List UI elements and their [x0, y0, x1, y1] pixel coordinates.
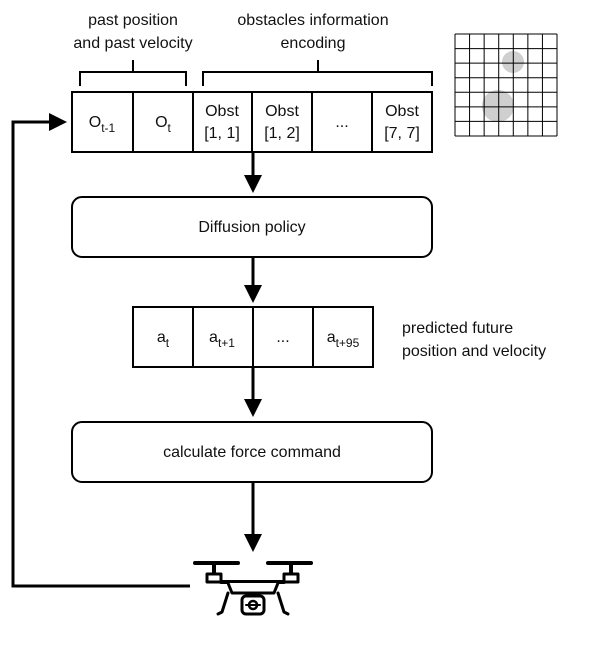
past-label-line2: and past velocity — [73, 35, 192, 52]
input-cell-obst-1-1-line2: [1, 1] — [204, 125, 240, 142]
obstacle-blob-large — [482, 90, 514, 122]
input-cell-obst-7-7-line1: Obst — [385, 103, 419, 120]
output-row: at at+1 ... at+95 — [132, 306, 374, 368]
input-cell-obst-1-2-line2: [1, 2] — [264, 125, 300, 142]
force-command-label: calculate force command — [163, 444, 341, 461]
obstacle-label-line1: obstacles information — [237, 12, 388, 29]
output-caption-line1: predicted future — [402, 320, 513, 337]
input-cell-obst-7-7-line2: [7, 7] — [384, 125, 420, 142]
obstacle-label-line2: encoding — [281, 35, 346, 52]
obstacle-bracket — [202, 60, 433, 86]
past-bracket — [79, 60, 187, 86]
input-row: Ot-1 Ot Obst [1, 1] Obst [1, 2] ... Obst… — [71, 91, 433, 153]
diffusion-policy-label: Diffusion policy — [198, 219, 305, 236]
output-cell-a-t1: at+1 — [209, 329, 235, 350]
output-cell-a-t: at — [157, 329, 170, 350]
input-cell-obst-1-2-line1: Obst — [265, 103, 299, 120]
output-cell-a-t95: at+95 — [327, 329, 360, 350]
input-cell-o-prev: Ot-1 — [89, 114, 116, 135]
feedback-loop-arrow — [11, 113, 190, 588]
input-cell-obst-1-1-line1: Obst — [205, 103, 239, 120]
obstacle-grid-icon — [454, 33, 558, 137]
output-caption-line2: position and velocity — [402, 343, 546, 360]
input-cell-ellipsis: ... — [335, 114, 348, 131]
drone-icon — [193, 561, 313, 616]
past-label-line1: past position — [88, 12, 178, 29]
output-cell-ellipsis: ... — [276, 329, 289, 346]
input-cell-o-current: Ot — [155, 114, 171, 135]
